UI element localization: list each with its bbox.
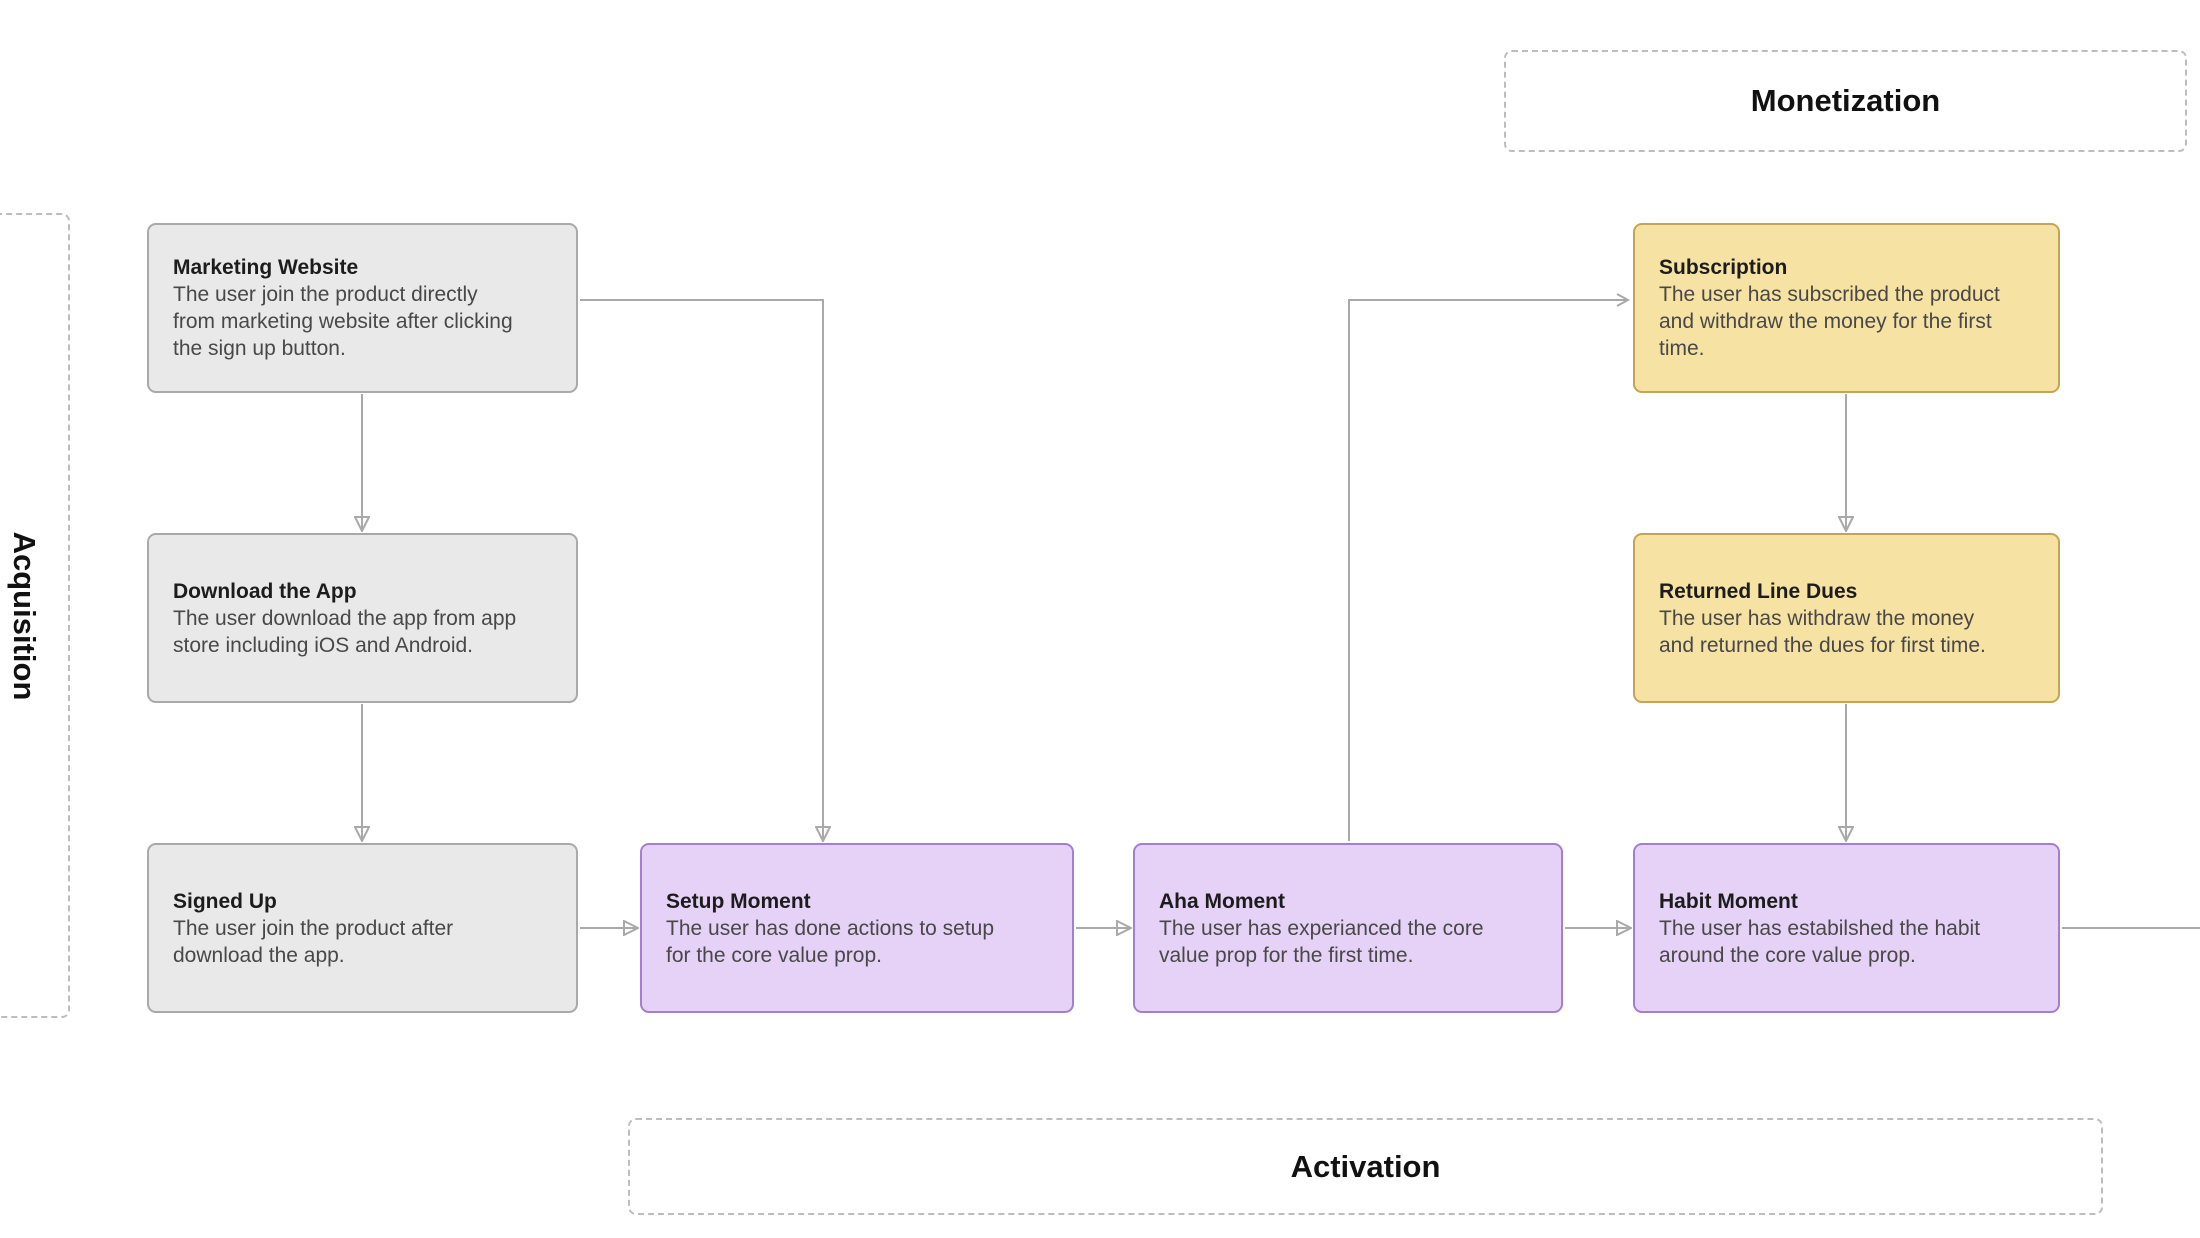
node-download-the-app[interactable]: Download the App The user download the a… xyxy=(147,533,578,703)
node-title: Download the App xyxy=(173,579,357,603)
node-body: The user download the app from app store… xyxy=(173,606,517,657)
section-frame-monetization[interactable]: Monetization xyxy=(1504,50,2187,152)
node-habit-moment[interactable]: Habit Moment The user has estabilshed th… xyxy=(1633,843,2060,1013)
node-title: Marketing Website xyxy=(173,256,359,279)
node-title: Setup Moment xyxy=(666,889,811,913)
node-signed-up[interactable]: Signed Up The user join the product afte… xyxy=(147,843,578,1013)
node-body: The user join the product after download… xyxy=(173,916,454,967)
node-title: Aha Moment xyxy=(1159,889,1285,913)
section-frame-activation[interactable]: Activation xyxy=(628,1118,2103,1215)
node-body: The user has experianced the core value … xyxy=(1159,916,1484,967)
node-body: The user join the product directly from … xyxy=(173,283,513,360)
node-title: Habit Moment xyxy=(1659,889,1798,913)
node-subscription[interactable]: Subscription The user has subscribed the… xyxy=(1633,223,2060,393)
connector-marketing-to-setup[interactable] xyxy=(580,299,823,839)
node-body: The user has withdraw the money and retu… xyxy=(1659,606,1986,657)
node-marketing-website[interactable]: Marketing Website The user join the prod… xyxy=(147,223,578,393)
node-body: The user has done actions to setup for t… xyxy=(666,916,995,967)
connector-aha-to-subscription[interactable] xyxy=(1348,293,1631,841)
node-returned-line-dues[interactable]: Returned Line Dues The user has withdraw… xyxy=(1633,533,2060,703)
node-body: The user has subscribed the product and … xyxy=(1659,283,2000,360)
section-frame-acquisition[interactable]: Acquisition xyxy=(0,213,70,1018)
section-label-monetization: Monetization xyxy=(1750,83,1941,118)
section-label-activation: Activation xyxy=(1290,1148,1441,1184)
node-body: The user has estabilshed the habit aroun… xyxy=(1659,916,1981,967)
node-setup-moment[interactable]: Setup Moment The user has done actions t… xyxy=(640,843,1074,1013)
node-title: Signed Up xyxy=(173,889,277,913)
node-title: Subscription xyxy=(1659,256,1788,279)
node-title: Returned Line Dues xyxy=(1659,579,1858,603)
node-aha-moment[interactable]: Aha Moment The user has experianced the … xyxy=(1133,843,1563,1013)
